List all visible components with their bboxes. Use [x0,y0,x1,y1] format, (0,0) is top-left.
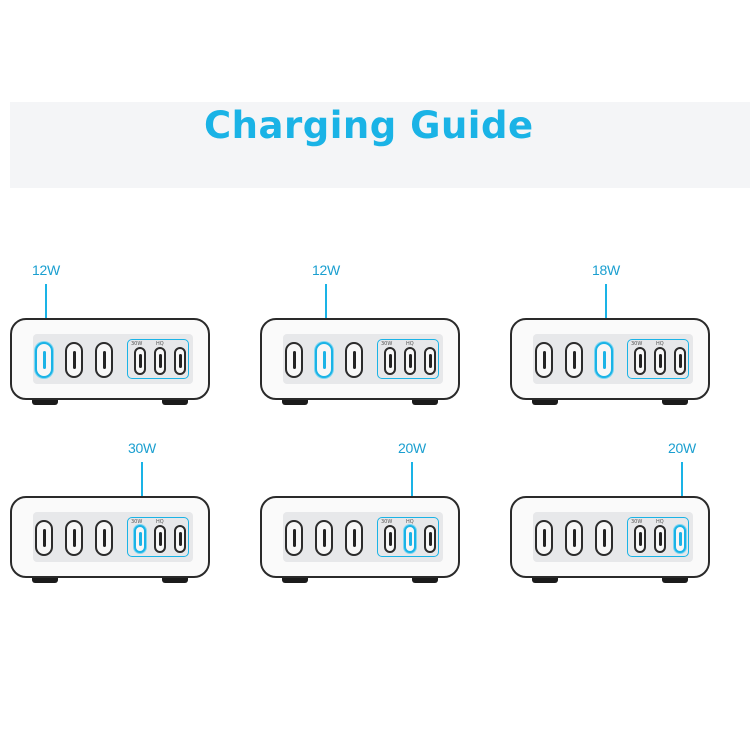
fast-charge-group: 30W HQ [627,517,689,557]
usb-c-port [65,520,83,556]
charger-foot [532,400,558,405]
usb-c-port [134,347,146,375]
usb-c-port [95,342,113,378]
usb-c-port [95,520,113,556]
group-label: HQ [156,519,164,525]
charger-panel: 20W 30W HQ [510,440,715,600]
usb-c-port [345,342,363,378]
group-label: HQ [156,341,164,347]
usb-c-port [285,520,303,556]
usb-c-port [674,347,686,375]
usb-c-port [634,525,646,553]
usb-c-port [174,347,186,375]
charger-body: 30W HQ [510,318,710,400]
charger-face: 30W HQ [283,334,443,384]
usb-c-port [154,525,166,553]
charger-face: 30W HQ [33,512,193,562]
callout-line [325,284,327,342]
fast-charge-group: 30W HQ [127,339,189,379]
wattage-label: 18W [592,262,620,278]
charger-foot [662,400,688,405]
charger-body: 30W HQ [10,318,210,400]
wattage-label: 20W [398,440,426,456]
usb-c-port [535,520,553,556]
callout-line [141,462,143,525]
callout-line [681,462,683,525]
group-label: 30W [631,341,643,347]
group-label: 30W [631,519,643,525]
group-label: HQ [656,519,664,525]
usb-c-port-active [35,342,53,378]
charger-face: 30W HQ [283,512,443,562]
usb-c-port [174,525,186,553]
charger-foot [662,578,688,583]
usb-c-port [404,347,416,375]
fast-charge-group: 30W HQ [377,517,439,557]
usb-c-port [35,520,53,556]
usb-c-port [424,525,436,553]
charger-foot [532,578,558,583]
charger-face: 30W HQ [33,334,193,384]
usb-c-port [565,342,583,378]
usb-c-port-active [404,525,416,553]
charger-foot [412,578,438,583]
usb-c-port [65,342,83,378]
header-band [10,102,750,188]
page-title: Charging Guide [204,104,534,147]
charger-panel: 12W 30W HQ [10,262,215,422]
callout-line [605,284,607,342]
usb-c-port [384,347,396,375]
usb-c-port [654,347,666,375]
usb-c-port [154,347,166,375]
usb-c-port [424,347,436,375]
charger-face: 30W HQ [533,512,693,562]
group-label: 30W [381,341,393,347]
wattage-label: 12W [32,262,60,278]
usb-c-port [285,342,303,378]
charger-face: 30W HQ [533,334,693,384]
usb-c-port [595,520,613,556]
usb-c-port-active [315,342,333,378]
charger-body: 30W HQ [510,496,710,578]
charger-body: 30W HQ [10,496,210,578]
group-label: 30W [131,341,143,347]
usb-c-port-active [595,342,613,378]
usb-c-port [315,520,333,556]
charger-foot [32,578,58,583]
wattage-label: 20W [668,440,696,456]
charger-panel: 12W 30W HQ [260,262,465,422]
callout-line [411,462,413,525]
wattage-label: 30W [128,440,156,456]
usb-c-port [345,520,363,556]
group-label: HQ [406,519,414,525]
charger-foot [282,400,308,405]
group-label: 30W [381,519,393,525]
usb-c-port-active [134,525,146,553]
charger-foot [412,400,438,405]
usb-c-port [565,520,583,556]
fast-charge-group: 30W HQ [627,339,689,379]
charger-panel: 20W 30W HQ [260,440,465,600]
fast-charge-group: 30W HQ [377,339,439,379]
charger-body: 30W HQ [260,496,460,578]
group-label: HQ [656,341,664,347]
charger-panel: 30W 30W HQ [10,440,215,600]
usb-c-port [634,347,646,375]
charger-foot [162,400,188,405]
group-label: 30W [131,519,143,525]
wattage-label: 12W [312,262,340,278]
charger-foot [162,578,188,583]
charger-body: 30W HQ [260,318,460,400]
charger-foot [282,578,308,583]
charger-foot [32,400,58,405]
charger-panel: 18W 30W HQ [510,262,715,422]
usb-c-port [654,525,666,553]
group-label: HQ [406,341,414,347]
usb-c-port [384,525,396,553]
callout-line [45,284,47,342]
usb-c-port-active [674,525,686,553]
usb-c-port [535,342,553,378]
fast-charge-group: 30W HQ [127,517,189,557]
